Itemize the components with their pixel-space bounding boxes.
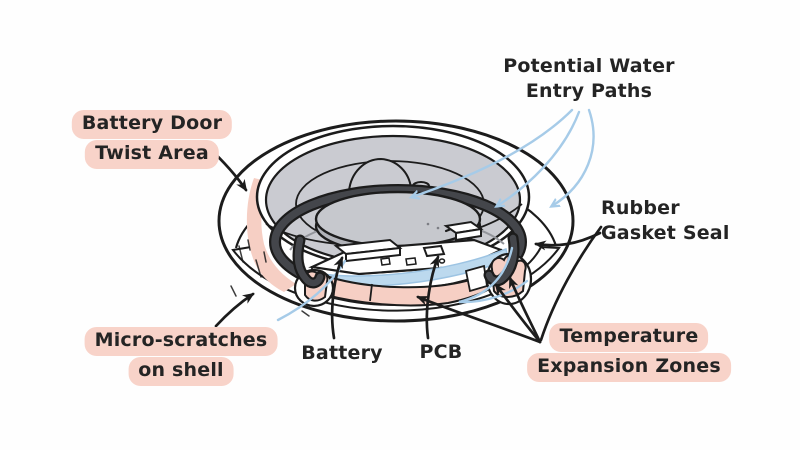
lid-bump — [348, 157, 412, 192]
component-dot — [438, 258, 446, 264]
label-line: Twist Area — [85, 140, 219, 169]
water-path-arrow — [412, 108, 574, 197]
label-line: Temperature — [549, 323, 709, 352]
component-small — [380, 257, 391, 266]
band-gap — [464, 264, 489, 293]
chip-right-front — [455, 227, 482, 242]
right-hook — [485, 234, 518, 285]
label-pcb: PCB — [420, 340, 463, 365]
label-line: Gasket Seal — [601, 222, 730, 244]
label-line: PCB — [419, 341, 463, 363]
gasket-hooks — [292, 232, 520, 289]
scratch — [247, 239, 251, 251]
battery-arrow — [330, 256, 344, 340]
label-line: Battery — [301, 342, 383, 364]
label-battery-door-twist: Battery Door Twist Area — [71, 110, 233, 170]
left-hook — [294, 236, 324, 287]
label-line: Rubber — [601, 197, 680, 219]
label-potential-water-entry: Potential Water Entry Paths — [503, 54, 674, 104]
pcb-arrow — [425, 255, 440, 340]
label-temperature-expansion: Temperature Expansion Zones — [527, 323, 731, 383]
label-line: Battery Door — [71, 110, 233, 139]
band-divider — [369, 283, 373, 302]
expansion-arrow-right — [508, 276, 542, 344]
water-path-arrow — [552, 108, 595, 206]
label-line: Expansion Zones — [527, 353, 731, 382]
label-line: Potential Water — [503, 55, 675, 77]
label-line: Micro-scratches — [84, 327, 278, 356]
coin-cell-battery — [314, 190, 482, 255]
label-micro-scratches: Micro-scratches on shell — [84, 327, 278, 387]
label-line: on shell — [128, 357, 234, 386]
scratch — [230, 285, 237, 297]
expansion-arrow-left — [416, 295, 542, 344]
micro-scratches-arrow — [214, 292, 255, 328]
label-rubber-gasket-seal: Rubber Gasket Seal — [601, 196, 730, 246]
scratch — [238, 245, 244, 263]
label-line: Entry Paths — [525, 80, 653, 102]
micro-scratch-marks — [230, 239, 310, 317]
battery-dot — [436, 226, 440, 230]
chip-left-front — [345, 246, 401, 263]
scratch — [263, 251, 267, 263]
component-small — [405, 257, 417, 266]
water-flow-right — [458, 246, 529, 304]
expansion-arrow-mid — [494, 283, 542, 344]
scratch — [301, 310, 310, 317]
battery-dot — [426, 222, 430, 226]
water-path-arrow — [497, 110, 581, 206]
scratch — [255, 259, 262, 278]
chip-mid — [422, 244, 446, 258]
label-battery: Battery — [301, 341, 383, 366]
gasket-sweep-curve — [539, 225, 603, 342]
